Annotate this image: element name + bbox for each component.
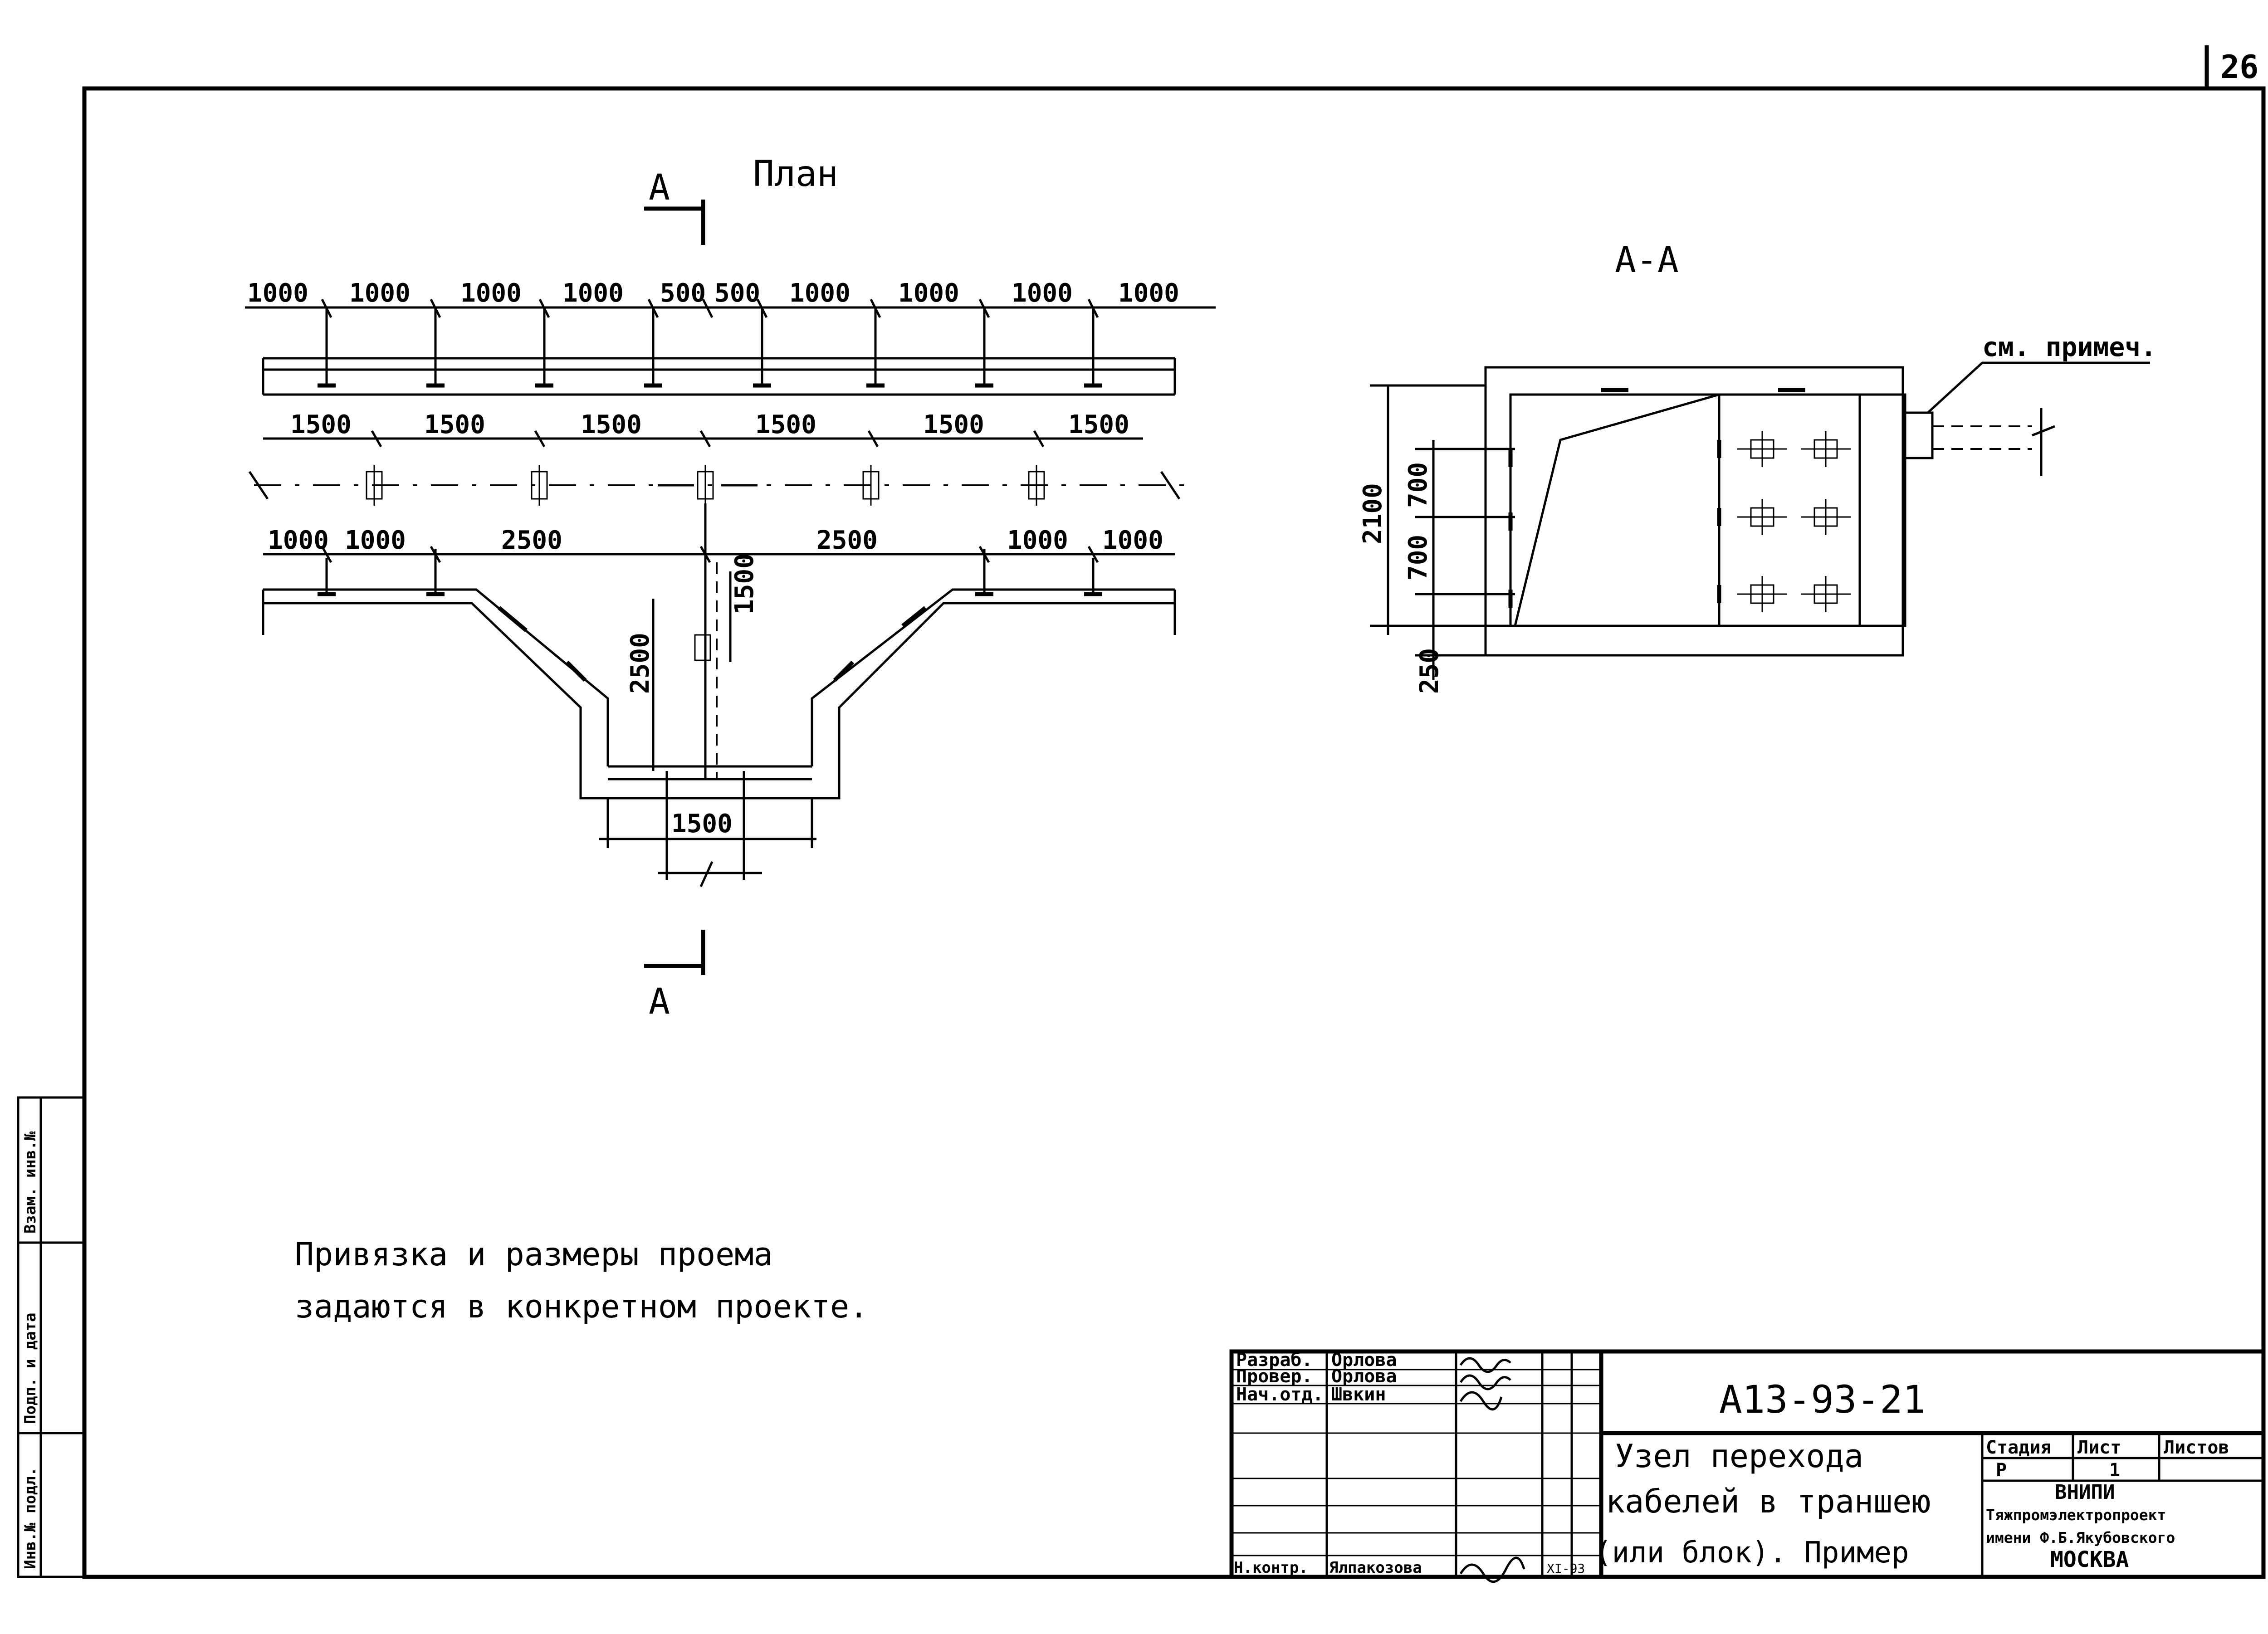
section-dims: 2100 700 700 250 xyxy=(1358,462,1444,694)
section-mark-bottom: А xyxy=(644,930,705,1022)
margin-inv-podl: Инв.№ подл. xyxy=(21,1467,39,1569)
dim-mid-4: 1500 xyxy=(755,410,816,439)
name-head: Швкин xyxy=(1331,1384,1386,1405)
dim-low-2: 1000 xyxy=(345,526,406,555)
dim-top-7: 1000 xyxy=(789,278,850,308)
section-mark-bottom-label: А xyxy=(649,981,670,1022)
dim-section-250: 250 xyxy=(1415,648,1444,694)
dim-mid-2: 1500 xyxy=(424,410,485,439)
org-line-3: имени Ф.Б.Якубовского xyxy=(1986,1529,2175,1546)
title-date: XI-93 xyxy=(1547,1561,1585,1576)
dim-top-6: 500 xyxy=(714,278,760,308)
dim-mid-6: 1500 xyxy=(1068,410,1129,439)
drawing-name-1: Узел перехода xyxy=(1615,1438,1863,1475)
name-norm-control: Ялпакозова xyxy=(1329,1559,1422,1577)
dim-bottom-1500: 1500 xyxy=(671,809,733,839)
dim-top-5: 500 xyxy=(660,278,706,308)
plan-branch-bars xyxy=(318,592,1102,682)
dim-low-1: 1000 xyxy=(268,526,329,555)
role-checker: Провер. xyxy=(1236,1366,1313,1387)
note-line-2: задаются в конкретном проекте. xyxy=(295,1288,868,1325)
plan-lower-outline xyxy=(263,588,1175,800)
sheet-number: 26 xyxy=(2220,49,2258,86)
dim-top-3: 1000 xyxy=(460,278,522,308)
dim-section-2100: 2100 xyxy=(1358,483,1388,544)
section-cable-symbols xyxy=(1737,431,1851,612)
dim-top-9: 1000 xyxy=(1012,278,1073,308)
dim-section-700a: 700 xyxy=(1403,462,1433,508)
title-block: Разраб. Орлова Провер. Орлова Нач.отд. Ш… xyxy=(1229,1349,2266,1583)
role-developer: Разраб. xyxy=(1236,1350,1313,1371)
org-line-1: ВНИПИ xyxy=(2055,1481,2115,1504)
drawing-name-3: (или блок). Пример xyxy=(1594,1536,1909,1570)
name-checker: Орлова xyxy=(1331,1366,1397,1387)
dim-top-8: 1000 xyxy=(898,278,959,308)
role-norm-control: Н.контр. xyxy=(1234,1559,1308,1577)
plan-branch-dims: 2500 1500 xyxy=(626,553,759,694)
header-sheets: Листов xyxy=(2164,1437,2229,1458)
header-stage: Стадия xyxy=(1986,1437,2052,1458)
section-mark-top: А xyxy=(644,167,705,245)
section-view: А-А xyxy=(1358,240,2156,694)
dim-low-6: 1000 xyxy=(1102,526,1163,555)
plan-low-dim-row: 1000 1000 2500 2500 1000 1000 xyxy=(268,526,1163,555)
plan-top-dim-row: 1000 1000 1000 1000 500 500 1000 1000 10… xyxy=(247,278,1179,308)
dim-top-10: 1000 xyxy=(1118,278,1179,308)
dim-mid-3: 1500 xyxy=(581,410,642,439)
plan-view: План А А 1000 1000 1000 1000 500 500 100… xyxy=(245,154,1216,1022)
org-line-4: МОСКВА xyxy=(2050,1547,2129,1572)
section-top-bars xyxy=(1508,388,1805,608)
dim-branch-2500: 2500 xyxy=(626,633,655,694)
dim-mid-1: 1500 xyxy=(290,410,352,439)
header-sheet: Лист xyxy=(2077,1437,2121,1458)
section-note: см. примеч. xyxy=(1982,332,2156,362)
title-block-rows xyxy=(1232,1369,1601,1556)
designation: А13-93-21 xyxy=(1719,1377,1926,1422)
value-sheet: 1 xyxy=(2109,1460,2120,1481)
dim-low-3: 2500 xyxy=(501,526,562,555)
general-note: Привязка и размеры проема задаются в кон… xyxy=(295,1236,868,1325)
plan-top-posts xyxy=(325,307,1095,385)
plan-mid-ticks xyxy=(371,430,1045,448)
note-line-1: Привязка и размеры проема xyxy=(295,1236,773,1273)
drawing-name-2: кабелей в траншею xyxy=(1606,1483,1931,1520)
dim-top-1: 1000 xyxy=(247,278,308,308)
dim-mid-5: 1500 xyxy=(923,410,984,439)
name-developer: Орлова xyxy=(1331,1350,1397,1371)
dim-top-2: 1000 xyxy=(349,278,411,308)
dim-low-5: 1000 xyxy=(1007,526,1068,555)
dim-section-700b: 700 xyxy=(1403,535,1433,580)
dim-top-4: 1000 xyxy=(562,278,624,308)
plan-title: План xyxy=(753,154,838,195)
section-mark-top-label: А xyxy=(649,167,670,208)
margin-vzam-inv: Взам. инв.№ xyxy=(21,1131,39,1234)
drawing-frame xyxy=(82,86,2266,1579)
value-stage: Р xyxy=(1996,1460,2007,1481)
org-line-2: Тяжпромэлектропроект xyxy=(1986,1506,2166,1524)
margin-podp-data: Подп. и дата xyxy=(21,1312,39,1424)
dim-low-4: 2500 xyxy=(816,526,878,555)
plan-mid-dim-row: 1500 1500 1500 1500 1500 1500 xyxy=(290,410,1129,439)
role-head: Нач.отд. xyxy=(1236,1384,1324,1405)
plan-boxes xyxy=(366,465,1045,506)
dim-branch-1500: 1500 xyxy=(730,553,759,615)
signatures xyxy=(1459,1357,1525,1583)
left-margin-strip: Инв.№ подл. Подп. и дата Взам. инв.№ xyxy=(17,1096,86,1578)
section-title: А-А xyxy=(1615,240,1679,281)
